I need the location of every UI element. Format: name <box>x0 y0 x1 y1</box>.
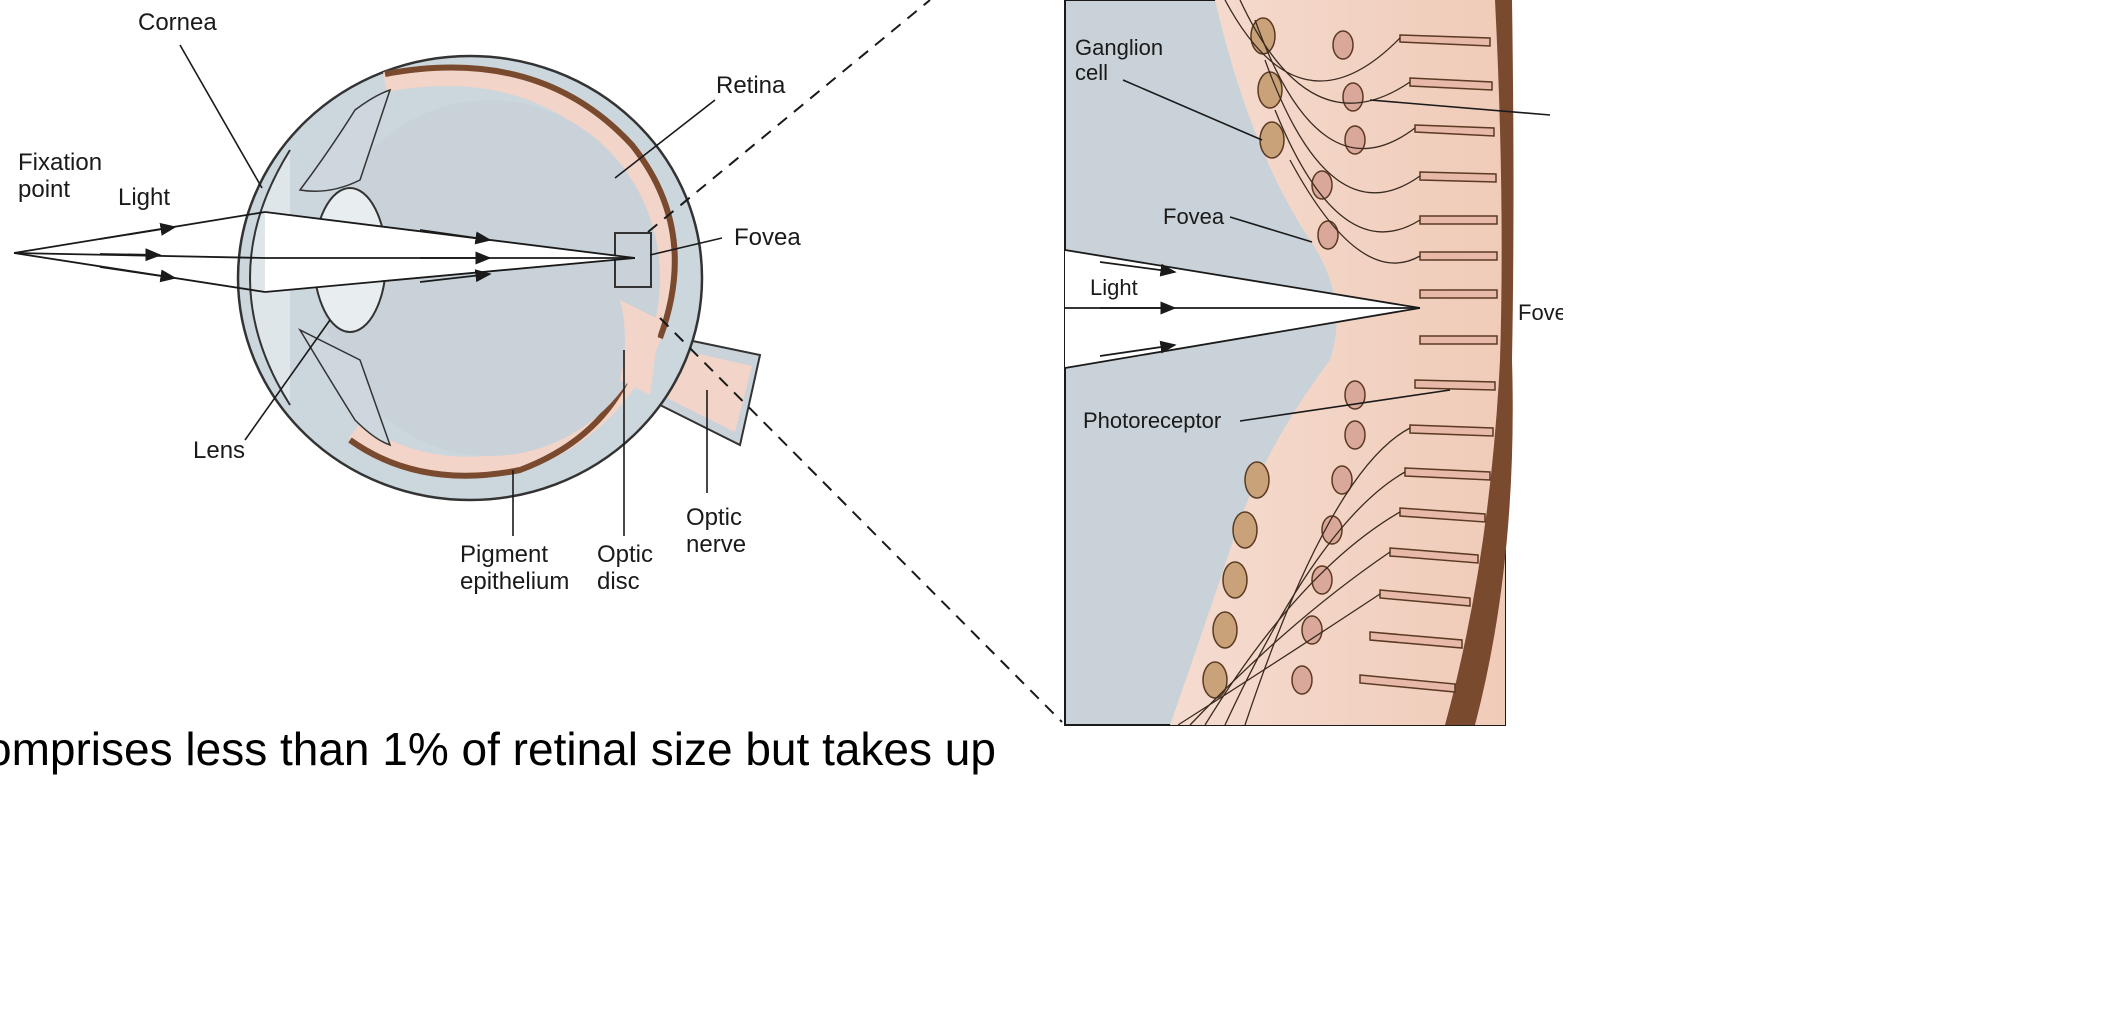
label-optic-disc-line2: disc <box>597 568 640 595</box>
label-optic-nerve-line2: nerve <box>686 531 746 558</box>
label-pigment-epithelium: Pigment epithelium <box>460 541 569 595</box>
label-pigment-line2: epithelium <box>460 568 569 595</box>
label-pigment-line1: Pigment <box>460 541 548 568</box>
label-fovea-edge: Fovea <box>1518 300 1563 325</box>
label-light-left: Light <box>118 184 170 211</box>
label-cornea: Cornea <box>138 9 217 36</box>
label-optic-disc: Optic disc <box>597 541 660 595</box>
label-ganglion-line1: Ganglion <box>1075 35 1163 60</box>
label-fovea-right: Fovea <box>1163 204 1225 229</box>
label-ganglion-line2: cell <box>1075 60 1108 85</box>
eye-diagram: Cornea Fixation point Light Lens Retina … <box>0 0 1563 1017</box>
label-light-right: Light <box>1090 275 1138 300</box>
label-fovea-left: Fovea <box>734 224 801 251</box>
label-photoreceptor: Photoreceptor <box>1083 408 1221 433</box>
fovea-detail <box>1065 0 1514 725</box>
label-optic-disc-line1: Optic <box>597 541 653 568</box>
caption-text: omprises less than 1% of retinal size bu… <box>0 722 996 776</box>
label-fixation-point-line1: Fixation <box>18 149 102 176</box>
label-optic-nerve: Optic nerve <box>686 504 749 558</box>
label-retina: Retina <box>716 72 786 99</box>
label-lens: Lens <box>193 437 245 464</box>
label-fixation-point: Fixation point <box>18 149 109 203</box>
label-fixation-point-line2: point <box>18 176 70 203</box>
label-optic-nerve-line1: Optic <box>686 504 742 531</box>
